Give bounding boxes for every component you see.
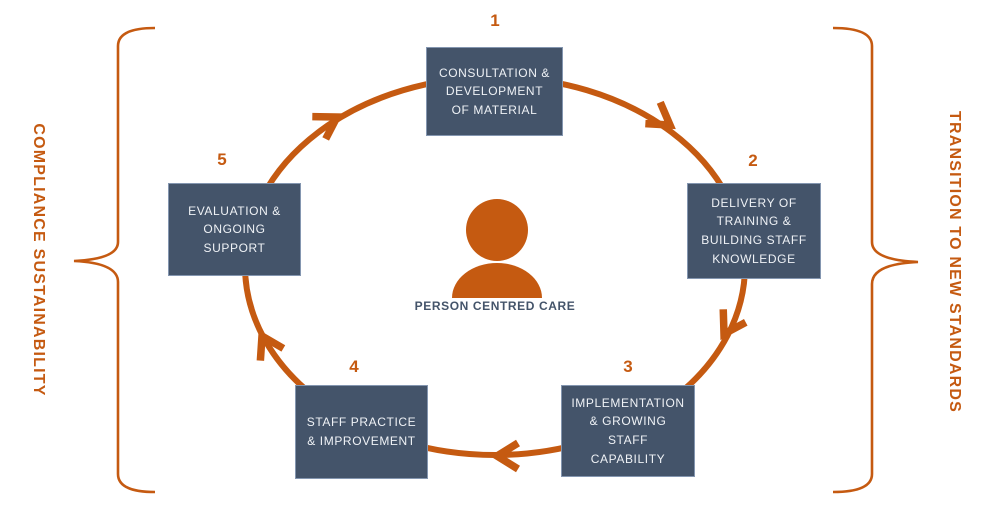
person-shoulders — [452, 263, 542, 298]
person-icon — [452, 199, 542, 298]
step-number-4: 4 — [349, 357, 359, 376]
step-box-delivery: DELIVERY OF TRAINING & BUILDING STAFF KN… — [687, 183, 821, 279]
right-axis-label: TRANSITION TO NEW STANDARDS — [946, 110, 963, 414]
cycle-arrow-top-left — [312, 112, 344, 141]
step-box-evaluation: EVALUATION & ONGOING SUPPORT — [168, 183, 301, 276]
step-box-staff-practice: STAFF PRACTICE & IMPROVEMENT — [295, 385, 428, 479]
person-head — [466, 199, 528, 261]
left-brace — [73, 26, 156, 494]
step-number-1: 1 — [490, 11, 500, 30]
step-number-3: 3 — [623, 357, 633, 376]
cycle-arrow-bottom-right — [719, 309, 748, 341]
step-box-implementation: IMPLEMENTATION & GROWING STAFF CAPABILIT… — [561, 385, 695, 477]
right-brace — [832, 26, 919, 494]
left-axis-label: COMPLIANCE SUSTAINABILITY — [30, 123, 47, 397]
step-number-2: 2 — [748, 151, 758, 170]
cycle-arrow-bottom-left — [256, 329, 286, 361]
step-box-consultation: CONSULTATION & DEVELOPMENT OF MATERIAL — [426, 47, 563, 136]
cycle-arrow-top-right — [645, 100, 676, 130]
center-title: PERSON CENTRED CARE — [414, 299, 576, 313]
step-number-5: 5 — [217, 150, 227, 169]
cycle-arrow-bottom — [489, 439, 520, 473]
